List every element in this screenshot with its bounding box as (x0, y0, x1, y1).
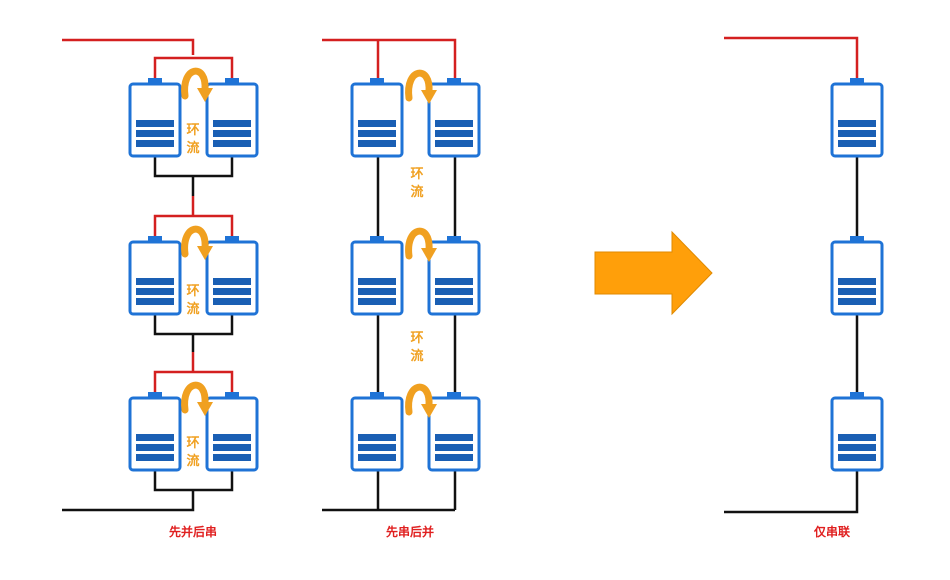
circulation-arrowhead (421, 404, 437, 418)
wire-segment (724, 36, 859, 78)
circulation-label: 环流 (186, 284, 199, 317)
battery-icon (350, 392, 404, 472)
circulation-arrowhead (421, 90, 437, 104)
caption-series-only: 仅串联 (813, 524, 850, 539)
circulation-label: 环流 (186, 123, 199, 156)
circulation-arrow-icon (405, 69, 433, 102)
svg-text:环流: 环流 (186, 284, 199, 317)
wire-segment (62, 490, 195, 512)
battery-icon (350, 78, 404, 158)
svg-text:环流: 环流 (410, 331, 423, 364)
circulation-arrows (181, 67, 437, 418)
battery-icon (350, 236, 404, 316)
circulation-arrow-icon (181, 381, 209, 414)
battery-cells (128, 78, 884, 472)
negative-wires (62, 156, 859, 514)
wire-segment (153, 56, 234, 78)
svg-text:环流: 环流 (410, 167, 423, 200)
battery-icon (830, 236, 884, 316)
caption-parallel-then-series: 先并后串 (169, 524, 217, 539)
wire-segment (153, 314, 234, 336)
circulation-arrow-icon (405, 227, 433, 260)
battery-icon (830, 392, 884, 472)
circulation-arrow-icon (405, 383, 433, 416)
battery-icon (128, 236, 182, 316)
battery-icon (427, 78, 481, 158)
battery-icon (205, 78, 259, 158)
circulation-label: 环流 (410, 331, 423, 364)
circulation-arrow-icon (181, 225, 209, 258)
caption-series-then-parallel: 先串后并 (386, 524, 434, 539)
circulation-arrowhead (197, 88, 213, 102)
circulation-arrowhead (421, 248, 437, 262)
svg-text:环流: 环流 (186, 123, 199, 156)
svg-text:环流: 环流 (186, 436, 199, 469)
battery-icon (205, 392, 259, 472)
battery-icon (205, 236, 259, 316)
circulation-arrow-icon (181, 67, 209, 100)
wire-segment (153, 156, 234, 178)
battery-icon (427, 392, 481, 472)
circulation-label: 环流 (410, 167, 423, 200)
battery-icon (427, 236, 481, 316)
wire-segment (62, 38, 195, 55)
wire-segment (322, 38, 457, 78)
battery-icon (830, 78, 884, 158)
arrow-right-icon (594, 230, 713, 316)
battery-icon (128, 392, 182, 472)
wire-segment (724, 470, 859, 514)
wire-segment (153, 470, 234, 492)
battery-icon (128, 78, 182, 158)
circulation-label: 环流 (186, 436, 199, 469)
circulation-arrowhead (197, 402, 213, 416)
positive-wires (62, 36, 859, 392)
circulation-arrowhead (197, 246, 213, 260)
